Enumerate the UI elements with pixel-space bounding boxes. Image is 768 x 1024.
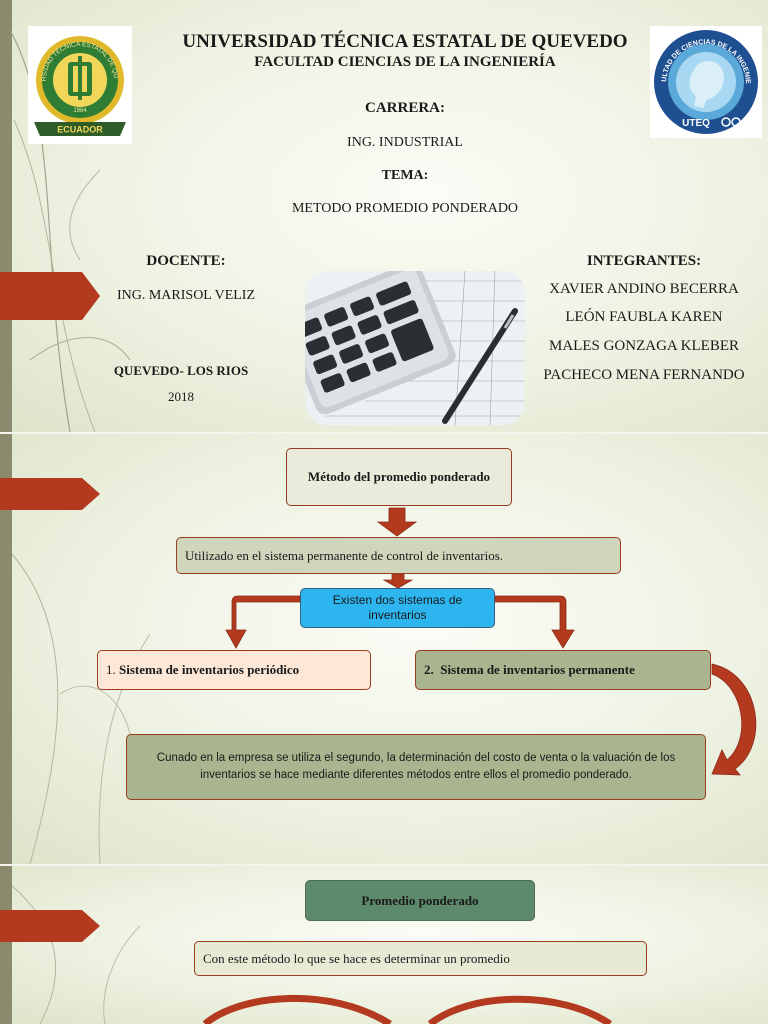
decorative-curves	[11, 885, 141, 1024]
svg-text:1984: 1984	[73, 108, 87, 114]
slide-separator	[0, 432, 768, 434]
docente-value: ING. MARISOL VELIZ	[116, 288, 256, 303]
permanente-number: 2.	[424, 662, 434, 677]
city-label: QUEVEDO- LOS RIOS	[113, 363, 249, 378]
university-logo: UNIVERSIDAD TÉCNICA ESTATAL DE QUEVEDO 1…	[25, 21, 132, 144]
metodo-title-box: Método del promedio ponderado	[286, 448, 512, 506]
slide-edge-bar	[0, 866, 12, 1024]
cunado-box: Cunado en la empresa se utiliza el segun…	[126, 734, 706, 800]
carrera-value: ING. INDUSTRIAL	[347, 135, 463, 150]
integrantes-label: INTEGRANTES:	[586, 253, 702, 269]
tema-value: METODO PROMEDIO PONDERADO	[291, 201, 519, 216]
periodico-label: Sistema de inventarios periódico	[119, 662, 300, 677]
slide-separator	[0, 864, 768, 866]
flow-arrows	[225, 507, 757, 776]
red-arrow-tab	[0, 478, 100, 510]
utilizado-box: Utilizado en el sistema permanente de co…	[176, 537, 621, 574]
permanente-label: Sistema de inventarios permanente	[440, 662, 635, 677]
decorative-curves	[9, 29, 131, 432]
red-arrow-tab	[0, 272, 100, 320]
permanente-box: 2. Sistema de inventarios permanente	[415, 650, 711, 690]
periodico-box: 1. Sistema de inventarios periódico	[97, 650, 371, 690]
docente-label: DOCENTE:	[146, 253, 226, 269]
integrante-1: XAVIER ANDINO BECERRA	[549, 281, 739, 297]
calculator-pen-icon	[305, 271, 525, 425]
red-arrow-tab	[0, 910, 100, 942]
promedio-title-box: Promedio ponderado	[305, 880, 535, 921]
slide-diagram: Método del promedio ponderado Utilizado …	[0, 434, 768, 864]
slide-edge-bar	[0, 0, 12, 432]
slide-title: UNIVERSIDAD TÉCNICA ESTATAL DE QUEVEDO 1…	[0, 0, 768, 432]
integrante-2: LEÓN FAUBLA KAREN	[565, 309, 723, 325]
curved-arrows	[202, 994, 612, 1024]
svg-text:ECUADOR: ECUADOR	[57, 125, 103, 135]
carrera-label: CARRERA:	[365, 100, 445, 116]
faculty-name: FACULTAD CIENCIAS DE LA INGENIERÍA	[254, 54, 556, 70]
slide-promedio: Promedio ponderado Con este método lo qu…	[0, 866, 768, 1024]
tema-label: TEMA:	[381, 168, 429, 183]
year-label: 2018	[168, 389, 194, 404]
slide-edge-bar	[0, 434, 12, 864]
existen-box: Existen dos sistemas de inventarios	[300, 588, 495, 628]
faculty-logo: FACULTAD DE CIENCIAS DE LA INGENIERÍA UT…	[647, 19, 762, 138]
svg-text:UTEQ: UTEQ	[682, 118, 710, 129]
faculty-seal-icon: FACULTAD DE CIENCIAS DE LA INGENIERÍA UT…	[647, 19, 758, 134]
calculator-image	[305, 271, 525, 425]
integrante-4: PACHECO MENA FERNANDO	[543, 367, 745, 383]
university-seal-icon: UNIVERSIDAD TÉCNICA ESTATAL DE QUEVEDO 1…	[25, 21, 126, 136]
integrante-3: MALES GONZAGA KLEBER	[549, 338, 739, 354]
metodo-box: Con este método lo que se hace es determ…	[194, 941, 647, 976]
periodico-number: 1.	[106, 662, 116, 677]
university-name: UNIVERSIDAD TÉCNICA ESTATAL DE QUEVEDO	[182, 31, 628, 52]
